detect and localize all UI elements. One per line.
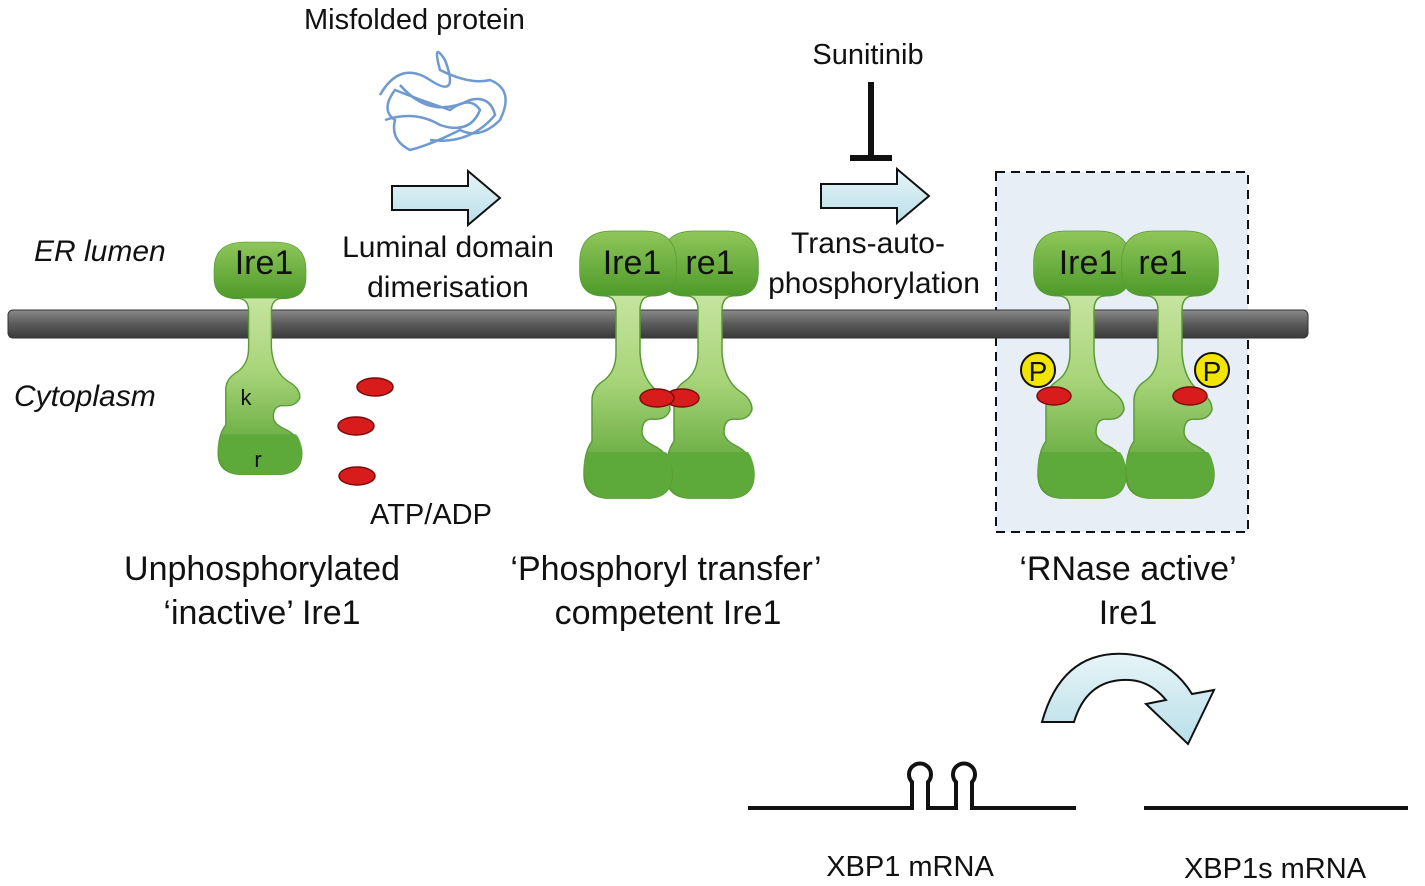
ire1-active-left-label: Ire1 [1059, 244, 1118, 282]
state3-label-line1: ‘RNase active’ [1019, 550, 1236, 588]
ire1-dimer-right-label: re1 [685, 244, 734, 282]
er-membrane [7, 309, 1309, 339]
state1-label-line2: ‘inactive’ Ire1 [163, 594, 360, 632]
atp-adp-label: ATP/ADP [370, 499, 492, 531]
ire1-monomer-label: Ire1 [235, 244, 294, 282]
step1-label-line1: Luminal domain [342, 231, 554, 264]
ire1-active-right-label: re1 [1138, 244, 1187, 282]
phosphate-group-icon [1020, 352, 1230, 388]
step1-label-line2: dimerisation [367, 271, 529, 304]
state2-label-line2: competent Ire1 [555, 594, 782, 632]
phosphate-right-label: P [1203, 356, 1222, 387]
state3-label-line2: Ire1 [1099, 594, 1158, 632]
step2-label-line2: phosphorylation [768, 267, 980, 300]
er-lumen-label: ER lumen [34, 235, 166, 268]
rnase-domain-label: r [254, 447, 261, 472]
dimerisation-arrow-icon [391, 168, 502, 228]
kinase-domain-label: k [241, 385, 253, 410]
cytoplasm-label: Cytoplasm [14, 380, 156, 413]
phosphate-left-label: P [1029, 356, 1048, 387]
xbp1-mrna-label: XBP1 mRNA [826, 851, 994, 883]
misfolded-protein-icon [378, 50, 507, 152]
ire1-dimer-left-label: Ire1 [603, 244, 662, 282]
phosphorylation-arrow-icon [820, 166, 931, 226]
xbp1s-mrna-label: XBP1s mRNA [1184, 853, 1367, 885]
sunitinib-inhibition-icon [850, 82, 892, 161]
xbp1-mrna-icon [748, 761, 1076, 810]
atp-adp-molecules [337, 377, 1208, 486]
sunitinib-label: Sunitinib [812, 39, 923, 71]
state1-label-line1: Unphosphorylated [124, 550, 400, 588]
state2-label-line1: ‘Phosphoryl transfer’ [510, 550, 821, 588]
splicing-arrow-icon [1040, 652, 1216, 746]
step2-label-line1: Trans-auto- [791, 227, 945, 260]
misfolded-protein-label: Misfolded protein [304, 4, 525, 36]
